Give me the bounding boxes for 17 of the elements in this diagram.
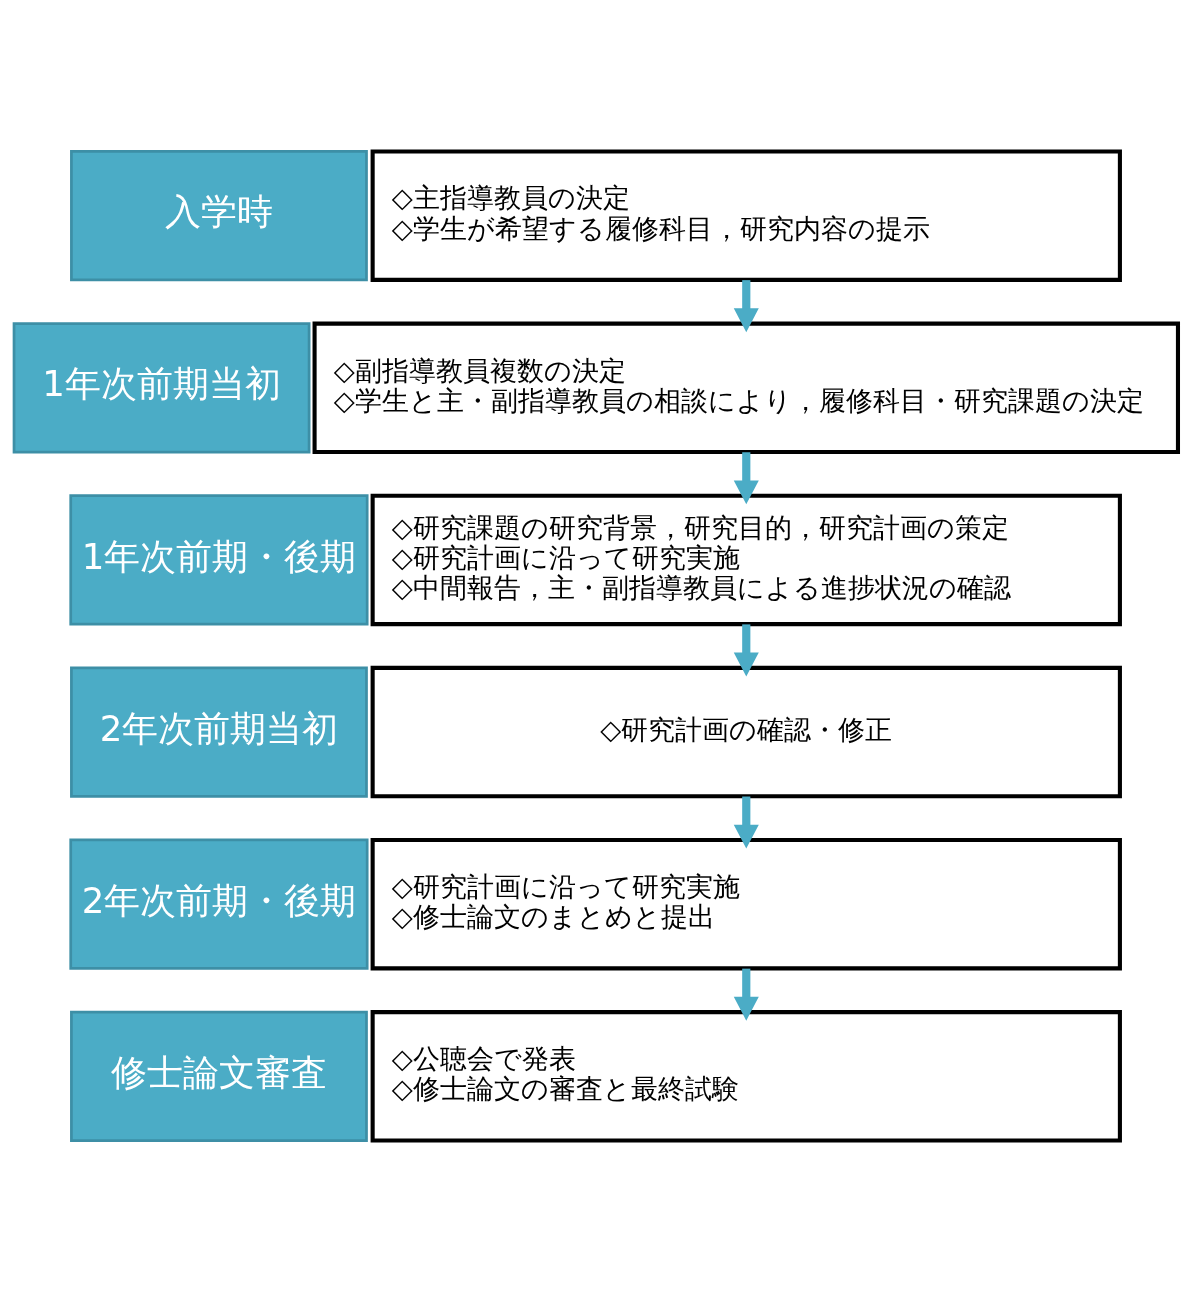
node-box: 1年次前期当初 [12,322,311,454]
arrow [733,280,759,333]
node-box: ◇研究計画の確認・修正 [370,665,1122,799]
node-box: ◇研究計画に沿って研究実施 ◇修士論文のまとめと提出 [370,837,1122,971]
node-box: ◇主指導教員の決定 ◇学生が希望する履修科目，研究内容の提示 [370,149,1122,282]
node-box: 修士論文審査 [70,1010,368,1142]
node-box: ◇副指導教員複数の決定 ◇学生と主・副指導教員の相談により，履修科目・研究課題の決定 [312,321,1180,455]
node-box: ◇公聴会で発表 ◇修士論文の審査と最終試験 [370,1010,1122,1143]
node-box: 2年次前期当初 [70,666,368,798]
node-box: 2年次前期・後期 [69,838,369,970]
arrow [733,796,759,849]
node-box: 1年次前期・後期 [69,494,369,626]
arrow [733,624,759,677]
arrow [733,968,759,1021]
node-box: ◇研究課題の研究背景，研究目的，研究計画の策定 ◇研究計画に沿って研究実施 ◇中間報告，主・副指導教員による進捗状況の確認 [370,493,1122,627]
node-box: 入学時 [70,150,368,282]
arrow [733,452,759,505]
